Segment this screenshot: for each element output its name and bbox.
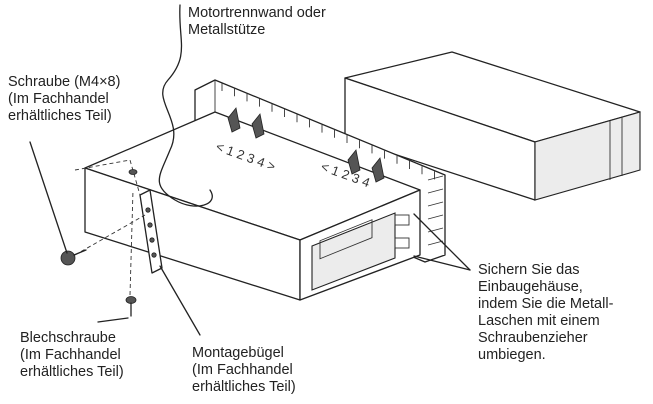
- tapping-screw: [125, 296, 137, 317]
- top-screw-icon: [128, 169, 138, 175]
- leader-tapping-screw: [97, 317, 129, 323]
- screw-m4x8: [60, 249, 87, 266]
- label-bracket: Montagebügel (Im Fachhandel erhältliches…: [192, 345, 296, 395]
- head-unit: [344, 51, 641, 201]
- leader-bracket: [159, 265, 201, 336]
- plate-edge-rib: [427, 214, 444, 220]
- plate-edge-rib: [427, 240, 444, 246]
- label-secure-tabs: Sichern Sie das Einbaugehäuse, indem Sie…: [478, 262, 614, 363]
- plate-edge-rib: [427, 188, 444, 194]
- leader-screw: [29, 141, 68, 254]
- label-tapping-screw: Blechschraube (Im Fachhandel erhältliche…: [20, 330, 124, 380]
- mounting-bracket: [139, 189, 163, 274]
- label-screw: Schraube (M4×8) (Im Fachhandel erhältlic…: [8, 74, 121, 124]
- mounting-sleeve: < 1 2 3 4 > < 1 2 3 4: [84, 107, 421, 301]
- leader-secure-1: [413, 213, 471, 271]
- leader-secure-2: [413, 255, 471, 271]
- label-firewall: Motortrennwand oder Metallstütze: [188, 5, 326, 38]
- plate-edge-rib: [427, 201, 444, 207]
- plate-edge-rib: [427, 175, 444, 181]
